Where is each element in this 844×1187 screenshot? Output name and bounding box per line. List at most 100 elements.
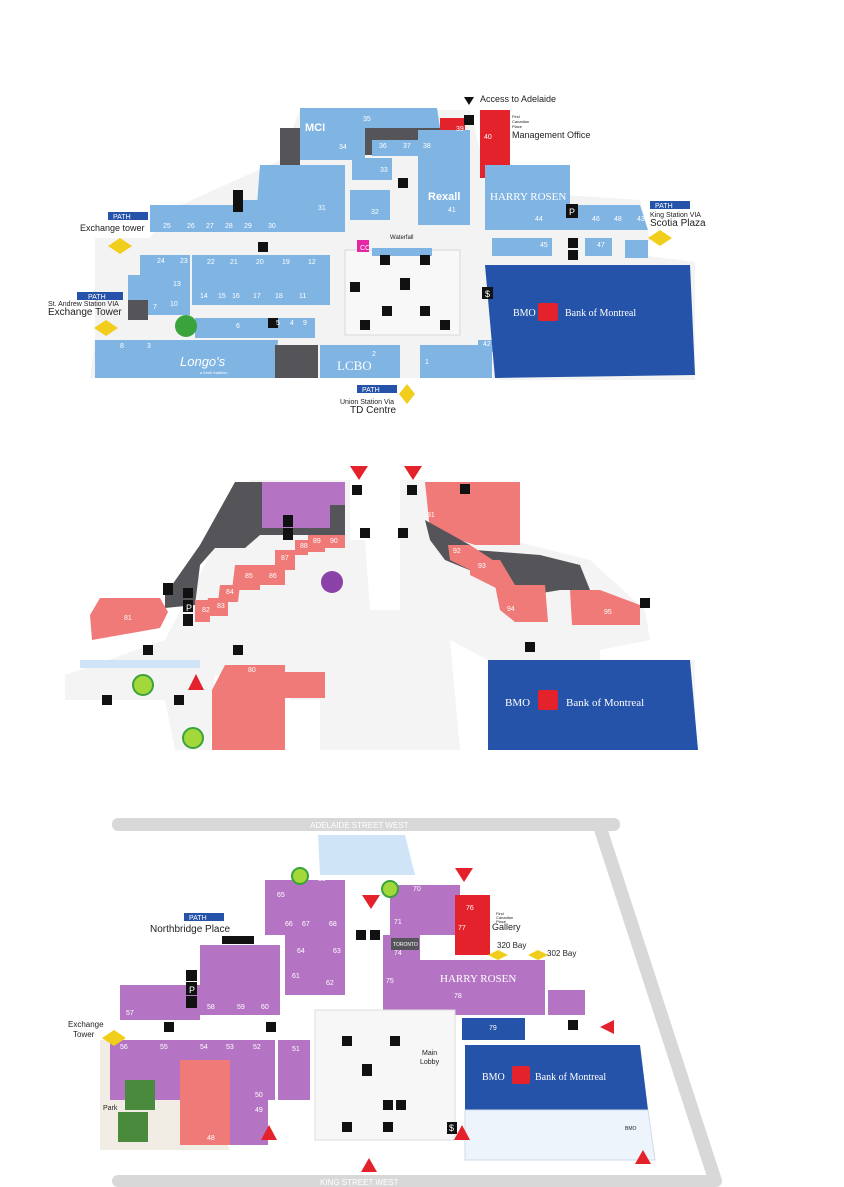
level3-unit-77[interactable] [455, 895, 490, 955]
path-marker-king[interactable] [648, 230, 672, 246]
food-court-icon[interactable] [175, 315, 197, 337]
level2-unit-93[interactable] [470, 560, 515, 590]
path-marker-st-andrew[interactable] [94, 320, 118, 336]
parking-icon-l2[interactable] [183, 600, 193, 612]
level1-unit-43[interactable] [492, 238, 552, 256]
parking-icon-l1-west[interactable] [233, 200, 243, 212]
path-marker-302-bay[interactable] [528, 950, 548, 960]
parking-icon-l3[interactable] [186, 982, 197, 995]
l1-units-unit-label: 14 [200, 293, 208, 300]
wheelchair-icon-l3 [186, 970, 197, 981]
level2-bmo[interactable] [488, 660, 698, 750]
path-marker-exchange[interactable] [108, 238, 132, 254]
bmo-short-l1: BMO [513, 308, 536, 319]
level1-unit-longos[interactable] [95, 340, 278, 378]
level2-unit-89[interactable] [308, 535, 325, 552]
level2-unit-85[interactable] [232, 565, 260, 590]
level1-units-4-7[interactable] [195, 318, 315, 338]
parking-icon-l1[interactable] [566, 204, 578, 218]
level1-unit-34[interactable] [328, 140, 350, 156]
escalator-icon-l2-h [233, 645, 243, 655]
l3-units-unit-label: 79 [489, 1025, 497, 1032]
level-3-map: PATH Northbridge Place Exchange Tower Ga… [68, 818, 722, 1187]
level1-unit-41[interactable] [418, 130, 470, 225]
l1-units-unit-label: 20 [256, 259, 264, 266]
level2-purple-block[interactable] [262, 482, 345, 528]
level1-unit-lcbo[interactable] [320, 345, 400, 378]
level2-unit-90[interactable] [325, 535, 345, 548]
l3-units-unit-label: 76 [466, 905, 474, 912]
bmo-long-l1: Bank of Montreal [565, 308, 636, 319]
l1-units-unit-label: 35 [363, 116, 371, 123]
level3-main-lobby [314, 1009, 456, 1141]
level1-unit-36[interactable] [372, 140, 395, 156]
level1-units-13-23[interactable] [192, 255, 330, 305]
toronto-text: TORONTO [393, 942, 418, 948]
escalator-icon-l1-g [380, 255, 390, 265]
level3-east-purple[interactable] [548, 990, 585, 1015]
level2-unit-80[interactable] [212, 665, 325, 750]
path-marker-exchange-l3[interactable] [102, 1030, 126, 1046]
level3-units-49-50[interactable] [230, 1070, 268, 1145]
level2-unit-88[interactable] [295, 540, 308, 555]
level2-unit-95[interactable] [570, 590, 640, 625]
parking-letter-l3: P [189, 985, 195, 995]
food-court-icon-l2[interactable] [321, 571, 343, 593]
level3-units-70-71[interactable] [390, 885, 460, 935]
level2-unit-81[interactable] [90, 598, 168, 640]
level1-unit-30[interactable] [238, 200, 260, 232]
escalator-icon-l2-c [360, 528, 370, 538]
level1-bmo[interactable] [485, 265, 695, 378]
level3-unit-57[interactable] [120, 985, 200, 1020]
exit-arrow-icon-l3-f [635, 1150, 651, 1164]
fcp-line1: First [512, 114, 521, 119]
l1-units-unit-label: 16 [232, 293, 240, 300]
level1-unit-2[interactable] [420, 345, 492, 378]
level3-units-61-64[interactable] [285, 935, 345, 995]
level3-units-58-60[interactable] [200, 945, 280, 1015]
exit-arrow-icon-b [404, 466, 422, 480]
level3-unit-51[interactable] [278, 1040, 310, 1100]
level1-units-26-29[interactable] [150, 205, 238, 232]
level1-unit-1[interactable] [478, 340, 495, 352]
level2-unit-83[interactable] [205, 598, 228, 616]
level1-unit-37[interactable] [395, 140, 418, 156]
escalator-icon-l1-k [382, 306, 392, 316]
l1-units-unit-label: 2 [372, 351, 376, 358]
waterfall-feature [372, 248, 432, 256]
level3-unit-79[interactable] [462, 1018, 525, 1040]
level2-unit-84[interactable] [218, 585, 240, 602]
path-badge-st-andrew [77, 292, 123, 300]
level3-harry-rosen[interactable] [383, 960, 545, 1015]
level1-unit-31[interactable] [255, 165, 345, 232]
path-marker-320-bay[interactable] [488, 950, 508, 960]
level2-unit-91[interactable] [425, 482, 520, 545]
level1-unit-40[interactable] [480, 110, 510, 178]
access-adelaide-label: Access to Adelaide [480, 94, 556, 104]
level2-unit-94[interactable] [495, 585, 548, 622]
l1-units-unit-label: 13 [173, 281, 181, 288]
level1-unit-45[interactable] [585, 238, 612, 256]
level1-unit-32[interactable] [350, 190, 390, 220]
l1-units-unit-label: 36 [379, 143, 387, 150]
bmo-long-l3: Bank of Montreal [535, 1072, 606, 1083]
level3-unit-48[interactable] [180, 1060, 230, 1145]
level1-unit-47[interactable] [625, 240, 648, 258]
level1-unit-33[interactable] [352, 158, 392, 180]
l3-units-unit-label: 54 [200, 1044, 208, 1051]
l3-units-unit-label: 57 [126, 1010, 134, 1017]
security-icon-l3 [396, 1100, 406, 1110]
level2-unit-86[interactable] [260, 565, 285, 585]
l1-units-unit-label: 12 [308, 259, 316, 266]
level3-bmo[interactable] [465, 1045, 648, 1110]
level3-units-65-68[interactable] [265, 880, 345, 935]
level1-unit-harry-rosen[interactable] [485, 165, 570, 230]
level1-units-42-48[interactable] [570, 205, 648, 230]
parking-letter-l1: P [569, 207, 575, 217]
l3-units-unit-label: 63 [333, 948, 341, 955]
harry-rosen-brand-l1: HARRY ROSEN [490, 191, 566, 203]
level2-unit-82[interactable] [195, 600, 210, 622]
level1-unit-35[interactable] [300, 108, 440, 128]
path-marker-union[interactable] [399, 384, 415, 404]
